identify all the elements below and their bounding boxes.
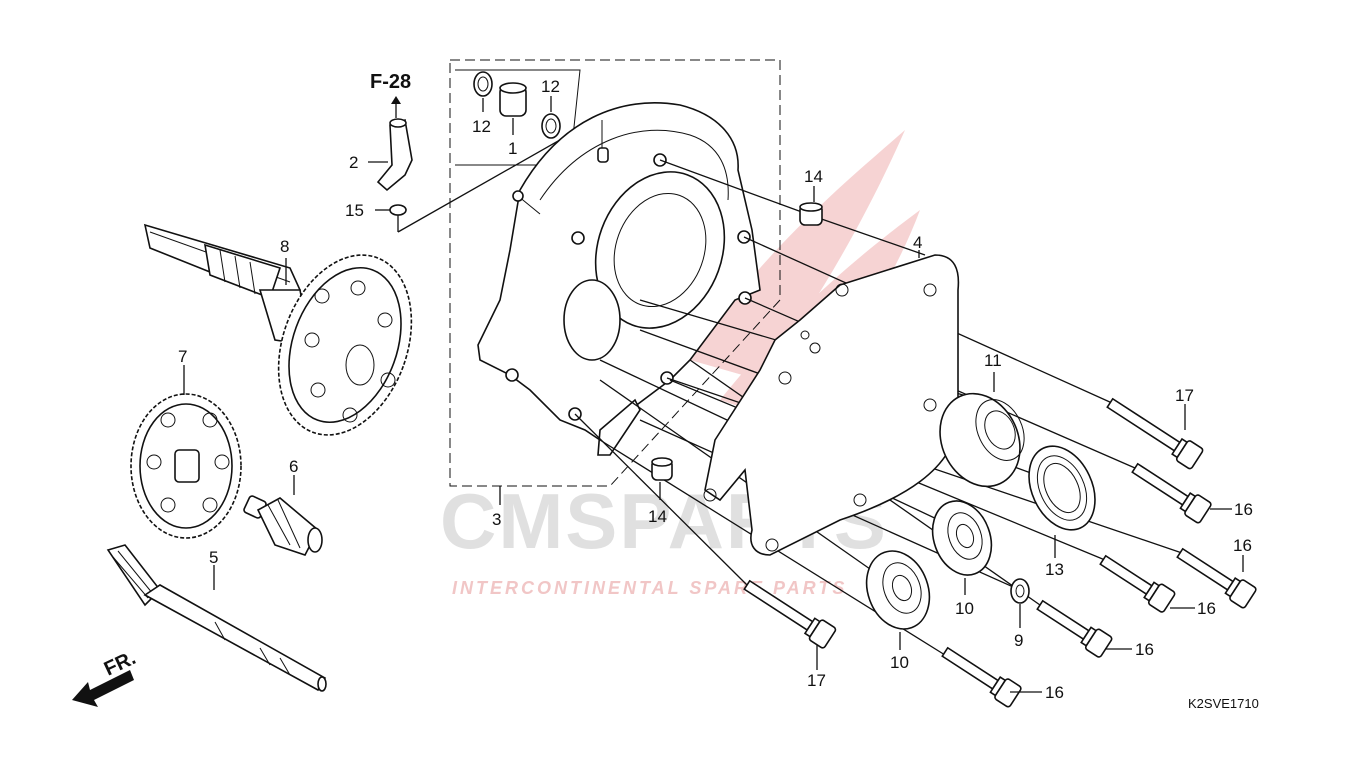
watermark-wing-logo	[690, 130, 920, 420]
final-shaft-gear-part-8	[143, 223, 413, 436]
reference-label: F-28	[370, 71, 411, 93]
callout-17a: 17	[1175, 386, 1194, 405]
washer-part-9	[1010, 578, 1030, 604]
callout-16a: 16	[1234, 500, 1253, 519]
callout-14a: 14	[804, 167, 823, 186]
dowel-pin-part-14a	[799, 202, 823, 226]
hose-part-2	[376, 118, 413, 192]
callout-12b: 12	[541, 77, 560, 96]
front-arrow-icon	[72, 670, 134, 707]
callout-14b: 14	[648, 507, 667, 526]
diagram-code: K2SVE1710	[1188, 696, 1259, 711]
drive-shaft-part-5	[106, 544, 327, 692]
bolt-part-16c	[1099, 554, 1176, 613]
callout-2: 2	[349, 153, 358, 172]
bolt-part-17b	[743, 579, 837, 649]
callout-labels: 1 2 3 4 5 6 7 8 9 10 10 11 12 12 13 14 1…	[178, 77, 1253, 702]
reference-f28: F-28	[370, 71, 411, 118]
callout-leaders	[183, 96, 1244, 693]
callout-11: 11	[984, 351, 1002, 370]
callout-6: 6	[289, 457, 298, 476]
callout-9: 9	[1014, 631, 1023, 650]
gasket-part-4	[703, 254, 960, 556]
callout-15: 15	[345, 201, 364, 220]
callout-10a: 10	[955, 599, 974, 618]
callout-16b: 16	[1233, 536, 1252, 555]
callout-8: 8	[280, 237, 289, 256]
bolt-part-16d	[1036, 599, 1113, 658]
callout-3: 3	[492, 510, 501, 529]
bolt-part-17a	[1106, 397, 1204, 470]
subassembly-box	[449, 59, 781, 487]
oil-seal-part-13	[1028, 445, 1096, 531]
pinion-part-6	[243, 495, 323, 556]
callout-16d: 16	[1135, 640, 1154, 659]
watermark-tagline: INTERCONTINENTAL SPARE PARTS	[452, 578, 847, 598]
callout-10b: 10	[890, 653, 909, 672]
reference-arrow-head	[391, 96, 401, 104]
callout-4: 4	[913, 233, 922, 252]
front-direction-marker: FR.	[72, 647, 139, 707]
callout-17b: 17	[807, 671, 826, 690]
callout-13: 13	[1045, 560, 1064, 579]
gear-part-7	[130, 393, 242, 539]
clip-part-15	[389, 204, 407, 216]
bolt-part-16e	[941, 646, 1022, 708]
callout-1: 1	[508, 139, 517, 158]
seal-part-12b	[541, 113, 561, 139]
bearing-part-11	[939, 392, 1025, 488]
bolt-part-16b	[1176, 547, 1257, 609]
bolt-part-16a	[1131, 462, 1212, 524]
callout-16c: 16	[1197, 599, 1216, 618]
bearing-part-10b	[865, 550, 931, 630]
dowel-pin-part-14b	[651, 457, 673, 481]
bearing-part-10a	[931, 500, 993, 576]
callout-12a: 12	[472, 117, 491, 136]
callout-16e: 16	[1045, 683, 1064, 702]
transmission-case-part-3	[477, 102, 761, 456]
callout-7: 7	[178, 347, 187, 366]
collar-part-1	[499, 82, 527, 117]
front-marker-label: FR.	[101, 647, 139, 681]
callout-5: 5	[209, 548, 218, 567]
seal-part-12a	[473, 71, 493, 97]
